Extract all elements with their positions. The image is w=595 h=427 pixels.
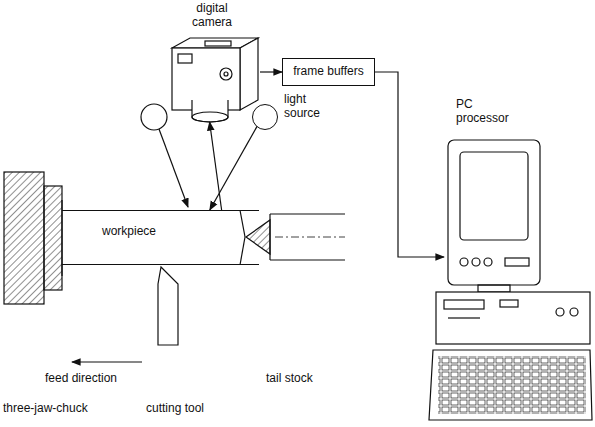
- connector-arrow: [210, 126, 257, 210]
- feed-arrow: [72, 361, 142, 362]
- part-label: three-jaw-chuck: [3, 402, 88, 416]
- keyboard-keys: [438, 356, 586, 414]
- connector-arrow: [210, 122, 222, 210]
- tailstock-quill: [270, 214, 345, 260]
- camera-knob-center: [224, 72, 228, 76]
- computer-drawing: [429, 140, 592, 420]
- system-unit: [436, 292, 590, 344]
- camera-window: [178, 54, 192, 63]
- camera-drawing: [172, 38, 258, 122]
- monitor-button: [472, 258, 480, 266]
- disk-slot: [500, 300, 518, 307]
- connector-arrow: [375, 72, 444, 257]
- process-box: frame buffers: [282, 58, 375, 86]
- monitor: [448, 140, 540, 285]
- part-label: tail stock: [266, 372, 313, 386]
- light-source-circle: [141, 104, 167, 130]
- monitor-button: [460, 258, 468, 266]
- monitor-stand: [478, 285, 510, 292]
- camera-side: [240, 38, 258, 110]
- workpiece-node: workpiece: [62, 210, 259, 265]
- drive-slot: [444, 300, 484, 309]
- monitor-panel: [505, 258, 529, 266]
- connector-arrow: [260, 71, 282, 72]
- keyboard: [429, 350, 592, 420]
- part-label: feed direction: [45, 372, 117, 386]
- node-label: frame buffers: [293, 65, 363, 79]
- node-label: light source: [284, 93, 328, 121]
- light-ray: [159, 129, 188, 207]
- center-line: [275, 237, 345, 238]
- workpiece-end: [240, 237, 245, 265]
- node-label: workpiece: [102, 225, 259, 239]
- light-source-node: light source: [252, 104, 278, 130]
- chuck-body: [4, 172, 44, 304]
- computer-node: PC processor: [444, 96, 593, 422]
- monitor-screen: [460, 152, 528, 240]
- monitor-button: [484, 258, 492, 266]
- camera-lens-rim: [192, 112, 228, 122]
- camera-node: digital camera: [170, 38, 260, 122]
- camera-lens: [192, 100, 228, 122]
- node-label: PC processor: [456, 98, 520, 126]
- drive-slot: [448, 317, 480, 318]
- power-button: [570, 308, 578, 316]
- lathe-drawing: [4, 104, 345, 362]
- chuck-face: [44, 186, 62, 290]
- cutting-tool: [158, 267, 178, 345]
- part-label: cutting tool: [146, 402, 204, 416]
- camera-button: [205, 41, 231, 46]
- workpiece-end: [240, 210, 245, 237]
- camera-knob: [220, 68, 232, 80]
- node-label: digital camera: [186, 2, 238, 30]
- tailstock-center: [246, 220, 270, 254]
- power-button: [556, 308, 564, 316]
